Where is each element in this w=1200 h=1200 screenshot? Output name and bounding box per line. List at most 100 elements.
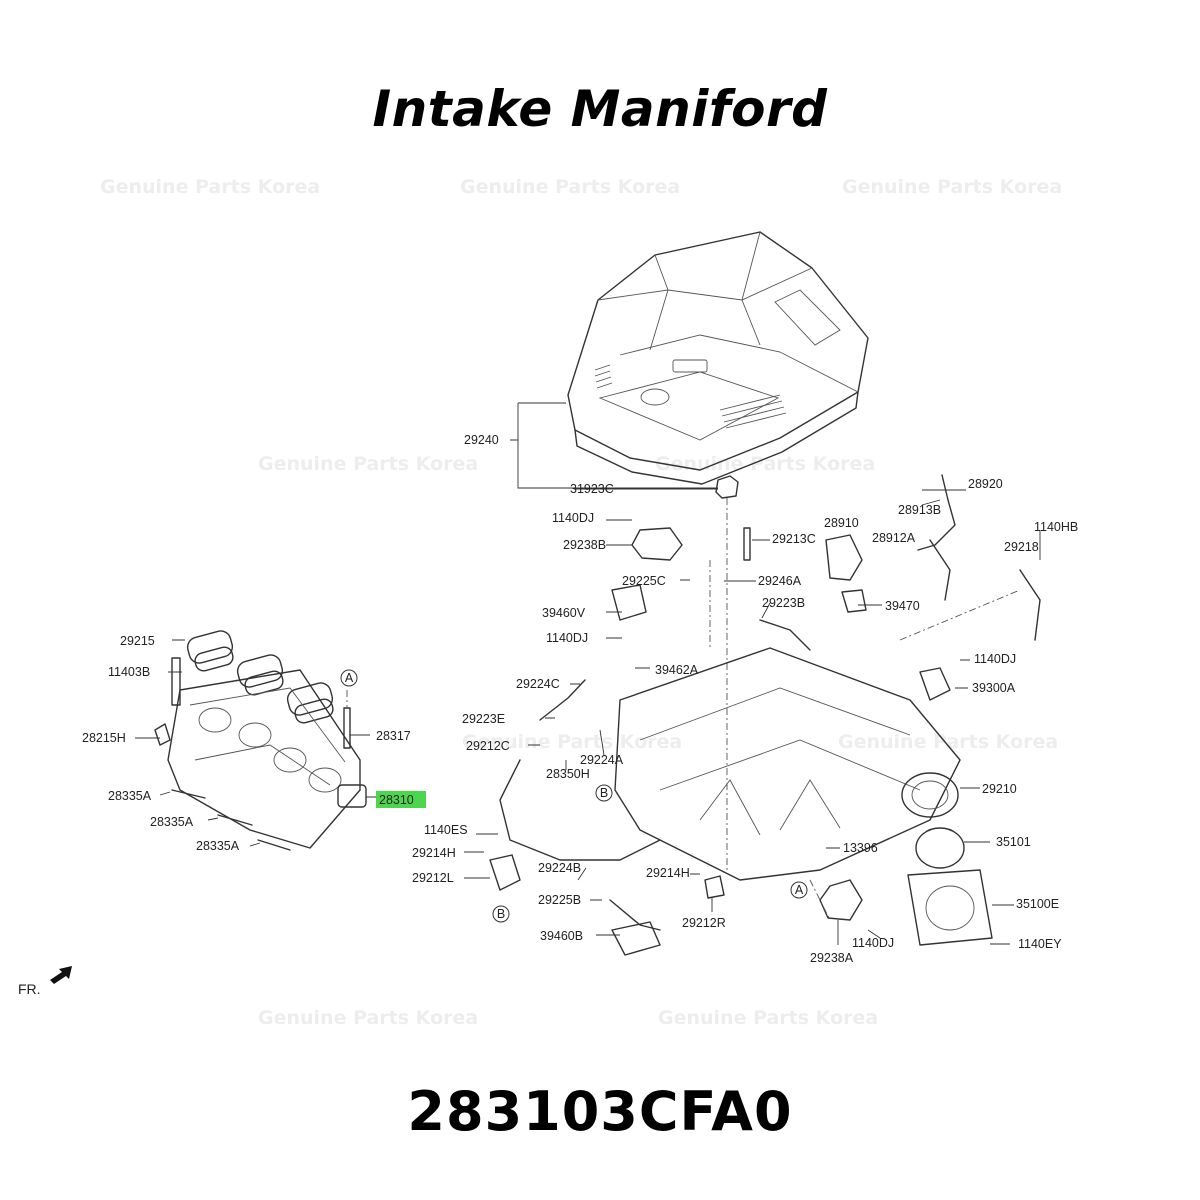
label-1140dj-d: 1140DJ (852, 936, 894, 950)
watermark-lower-right: Genuine Parts Korea (838, 731, 1058, 753)
solenoid-29238b (631, 527, 683, 561)
label-29223e: 29223E (462, 712, 505, 726)
callout-a-bottom: A (795, 883, 804, 897)
label-35101: 35101 (996, 835, 1031, 849)
front-marker: FR. (18, 966, 72, 997)
label-1140dj-b: 1140DJ (546, 631, 588, 645)
label-11403b: 11403B (108, 665, 150, 679)
hose-29224b (499, 759, 661, 861)
bracket-29218-arm (1019, 569, 1041, 641)
watermark-bottom-left: Genuine Parts Korea (258, 1007, 478, 1029)
label-29224a: 29224A (580, 753, 624, 767)
label-29214h-a: 29214H (412, 846, 456, 860)
clip-39470 (841, 589, 867, 613)
label-29246a: 29246A (758, 574, 802, 588)
bracket-29212r (704, 875, 725, 899)
callout-a-bottom-circle (790, 881, 808, 899)
label-35100e: 35100E (1016, 897, 1059, 911)
label-13396: 13396 (843, 841, 878, 855)
valve-28910 (825, 534, 863, 581)
watermark-top-left: Genuine Parts Korea (100, 176, 320, 198)
label-39460b: 39460B (540, 929, 583, 943)
front-marker-label: FR. (18, 981, 41, 997)
label-29214h-b: 29214H (646, 866, 690, 880)
label-29218: 29218 (1004, 540, 1039, 554)
watermark-bottom-center: Genuine Parts Korea (658, 1007, 878, 1029)
watermark-lower-center: Genuine Parts Korea (462, 731, 682, 753)
label-28350h: 28350H (546, 767, 590, 781)
watermark-mid-center: Genuine Parts Korea (655, 453, 875, 475)
label-29238b: 29238B (563, 538, 606, 552)
label-28317: 28317 (376, 729, 411, 743)
watermarks: Genuine Parts Korea Genuine Parts Korea … (100, 176, 1062, 1029)
label-29225b: 29225B (538, 893, 581, 907)
label-1140dj-a: 1140DJ (552, 511, 594, 525)
hose-28913b (917, 474, 956, 551)
label-28215h: 28215H (82, 731, 126, 745)
callout-b-upper-circle (595, 784, 613, 802)
label-1140dj-c: 1140DJ (974, 652, 1016, 666)
label-29213c: 29213C (772, 532, 816, 546)
bracket-29218 (929, 539, 951, 601)
valve-39460v (611, 584, 647, 621)
engine-cover (567, 231, 869, 485)
callout-b-lower: B (497, 907, 505, 921)
label-28335a-3: 28335A (196, 839, 240, 853)
upper-intake-manifold (614, 647, 961, 881)
label-29212r: 29212R (682, 916, 726, 930)
gasket-35101 (915, 827, 965, 869)
label-29212l: 29212L (412, 871, 454, 885)
watermark-mid-left: Genuine Parts Korea (258, 453, 478, 475)
gasket-28335a-1 (171, 789, 206, 799)
lower-intake-manifold (167, 657, 367, 849)
valve-39460b (611, 921, 661, 956)
throttle-body-35100e (907, 869, 993, 946)
stud-28317 (343, 707, 351, 749)
label-29224b: 29224B (538, 861, 581, 875)
highlight-28310 (376, 791, 426, 808)
callout-a-left-circle (340, 669, 358, 687)
actuator-29238a (819, 879, 863, 921)
label-1140hb: 1140HB (1034, 520, 1078, 534)
label-28335a-2: 28335A (150, 815, 194, 829)
label-29212c: 29212C (466, 739, 510, 753)
hose-29223b (759, 619, 811, 651)
label-39460v: 39460V (542, 606, 586, 620)
hose-29223e (539, 679, 586, 721)
front-arrow-icon (50, 966, 72, 984)
bolt-29213c (743, 527, 751, 561)
label-28335a-1: 28335A (108, 789, 152, 803)
diagram-title: Intake Maniford (372, 80, 828, 138)
label-28920: 28920 (968, 477, 1003, 491)
label-29223b: 29223B (762, 596, 805, 610)
sensor-39300a (919, 667, 951, 701)
callout-b-upper: B (600, 786, 608, 800)
callout-a-left: A (345, 671, 354, 685)
label-29240: 29240 (464, 433, 499, 447)
grommet-31923c (715, 475, 739, 499)
watermark-top-right: Genuine Parts Korea (842, 176, 1062, 198)
label-1140ey: 1140EY (1018, 937, 1062, 951)
callout-b-lower-circle (492, 905, 510, 923)
label-29224c: 29224C (516, 677, 560, 691)
label-28310: 28310 (379, 793, 414, 807)
label-29215: 29215 (120, 634, 155, 648)
label-28912a: 28912A (872, 531, 916, 545)
bracket-29212l (489, 854, 521, 891)
gasket-28335a-3 (257, 839, 291, 851)
gasket-28335a-2 (217, 814, 253, 826)
label-1140es: 1140ES (424, 823, 468, 837)
label-39470: 39470 (885, 599, 920, 613)
label-28913b: 28913B (898, 503, 941, 517)
label-39462a: 39462A (655, 663, 699, 677)
part-labels: 29240 31923C 28920 28913B 1140HB 29218 1… (82, 433, 1078, 965)
part-number: 283103CFA0 (407, 1080, 793, 1143)
label-29225c: 29225C (622, 574, 666, 588)
label-28910: 28910 (824, 516, 859, 530)
watermark-top-center: Genuine Parts Korea (460, 176, 680, 198)
fitting-28215h (154, 723, 171, 746)
label-31923c: 31923C (570, 482, 614, 496)
label-29238a: 29238A (810, 951, 854, 965)
